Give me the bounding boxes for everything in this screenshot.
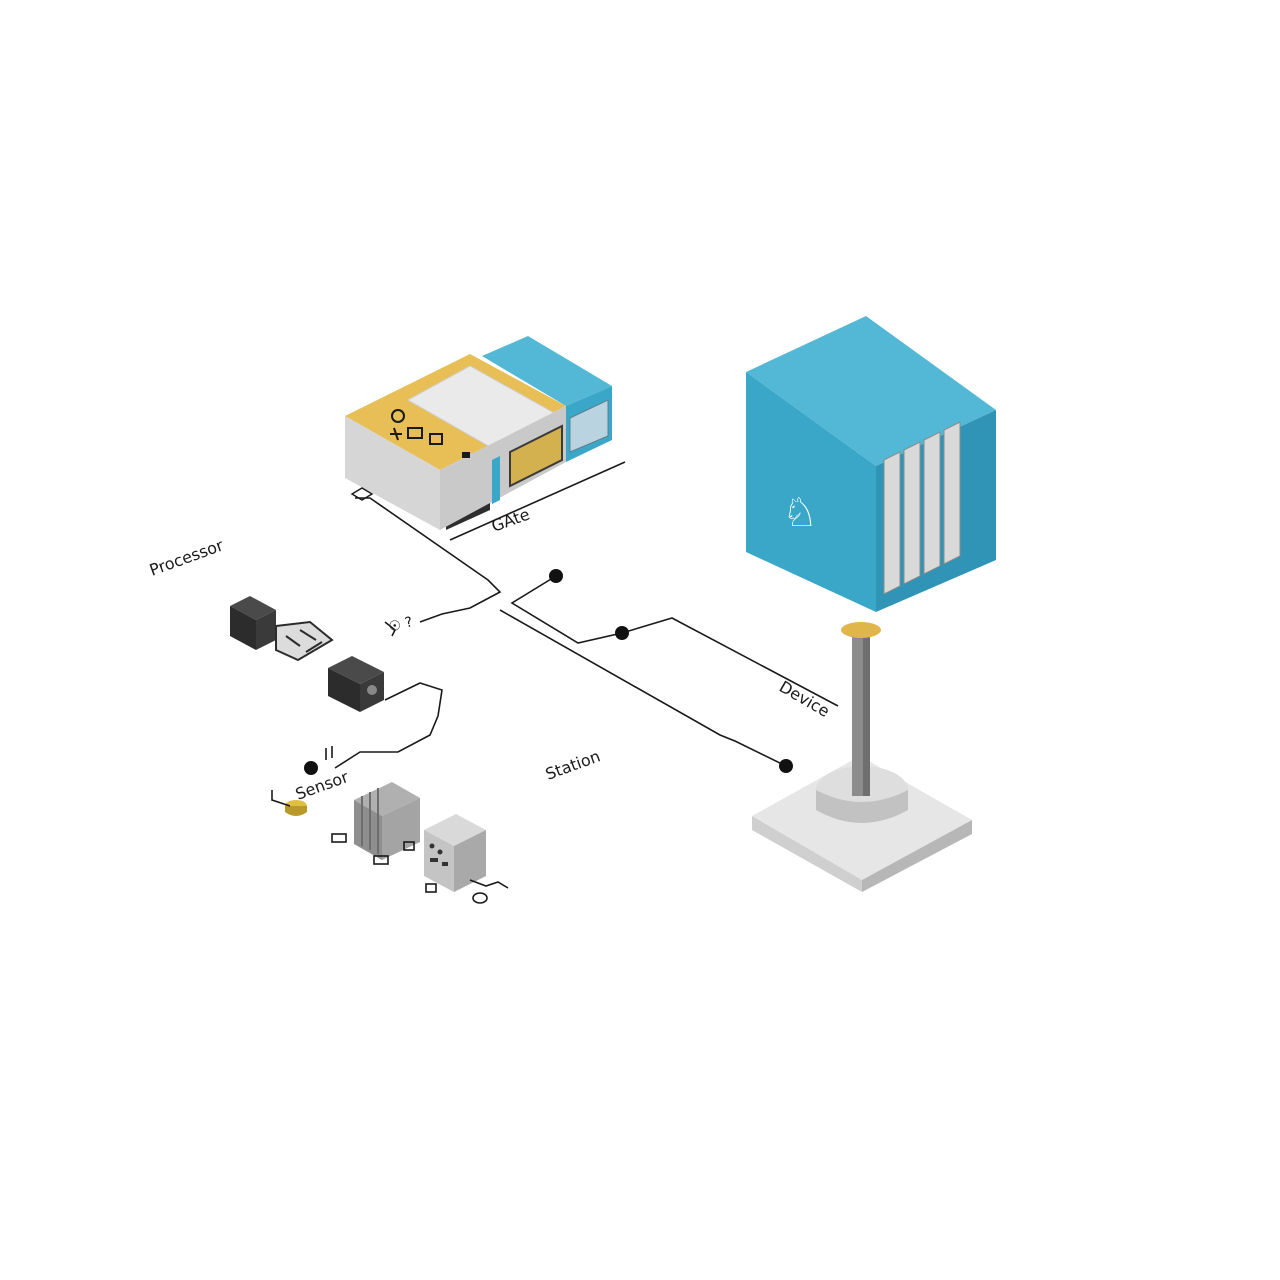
chip-mark: ☉ ?: [387, 614, 415, 636]
gate-led: [462, 452, 470, 458]
station-base-left: [752, 816, 862, 892]
processor-block-front: [328, 668, 360, 712]
gate-module[interactable]: [345, 336, 612, 530]
gate-foot-tag: [350, 487, 374, 501]
sensor-tag: [331, 833, 347, 843]
station-base-right: [862, 820, 972, 892]
sensor-tag: [373, 855, 389, 865]
processor-block-top: [328, 656, 384, 684]
heatsink-fins: [361, 788, 379, 854]
blue-unit[interactable]: ♘: [746, 316, 996, 892]
wire-tag-left: [384, 621, 397, 637]
gate-blue-stripe: [492, 456, 500, 504]
gate-symbol-line: [390, 427, 402, 441]
processor-connector-lines: [285, 629, 323, 653]
station-pole-shade: [863, 630, 870, 796]
station-label: Station: [543, 746, 603, 783]
sensor-tag: [472, 892, 488, 904]
processor-block-top: [230, 596, 276, 620]
gate-label: GAte: [489, 505, 532, 536]
sensor-label-tick: [325, 746, 333, 760]
gate-vent: [569, 399, 609, 453]
sensor-puck-side: [285, 806, 307, 816]
heatsink-side: [382, 798, 420, 860]
gate-front-right: [440, 406, 566, 530]
wire-to-station: [499, 609, 787, 767]
gate-front-left: [345, 416, 440, 530]
junction-dot: [304, 761, 318, 775]
wires: [334, 461, 839, 769]
gate-symbol-circle: [391, 409, 405, 423]
gate-front-yellow-panel: [509, 424, 563, 488]
sensor-cluster[interactable]: [271, 782, 509, 904]
unit-top: [746, 316, 996, 466]
device-label: Device: [776, 677, 833, 721]
unit-vent-slot: [923, 431, 941, 575]
processor-block-front: [230, 606, 256, 650]
gate-symbols: [390, 409, 443, 445]
sensor-tags: [331, 833, 509, 904]
unit-vent-slot: [943, 421, 961, 565]
sensor-wire: [271, 790, 291, 807]
station-hub-side: [816, 790, 908, 823]
junction-dot: [615, 626, 629, 640]
unit-left-face: [746, 372, 876, 612]
processor-label: Processor: [147, 535, 226, 579]
server-side: [454, 830, 486, 892]
sensor-tag: [403, 841, 415, 851]
wire-to-device: [621, 617, 839, 707]
unit-vents: [883, 421, 961, 595]
wire-lower-chain: [334, 682, 443, 769]
sensor-tag: [469, 879, 509, 889]
junction-dot: [549, 569, 563, 583]
gate-blue-top: [482, 336, 612, 406]
gate-symbol-box: [429, 433, 443, 445]
sensor-label: Sensor: [293, 767, 351, 804]
server-led: [437, 849, 443, 855]
server-slot: [430, 858, 438, 862]
junction-dots: [304, 569, 793, 775]
wire-gate-main: [355, 497, 502, 623]
wire-junction-blue: [510, 575, 623, 644]
wire-gate-right: [449, 461, 626, 541]
gate-symbol-box: [407, 427, 423, 439]
unit-vent-slot: [883, 451, 901, 595]
processor-block-side: [256, 610, 276, 650]
server-led: [429, 843, 435, 849]
server-top: [424, 814, 486, 846]
processor-blocks[interactable]: [230, 596, 384, 712]
server-slot: [442, 862, 448, 866]
sensor-tag: [425, 883, 437, 893]
server-panel: [429, 843, 448, 866]
junction-dot: [779, 759, 793, 773]
station-pole-collar: [841, 622, 881, 638]
unit-glyph-icon: ♘: [782, 490, 818, 536]
processor-connector: [275, 620, 334, 662]
unit-vent-slot: [903, 441, 921, 585]
processor-port-icon: [367, 685, 377, 695]
